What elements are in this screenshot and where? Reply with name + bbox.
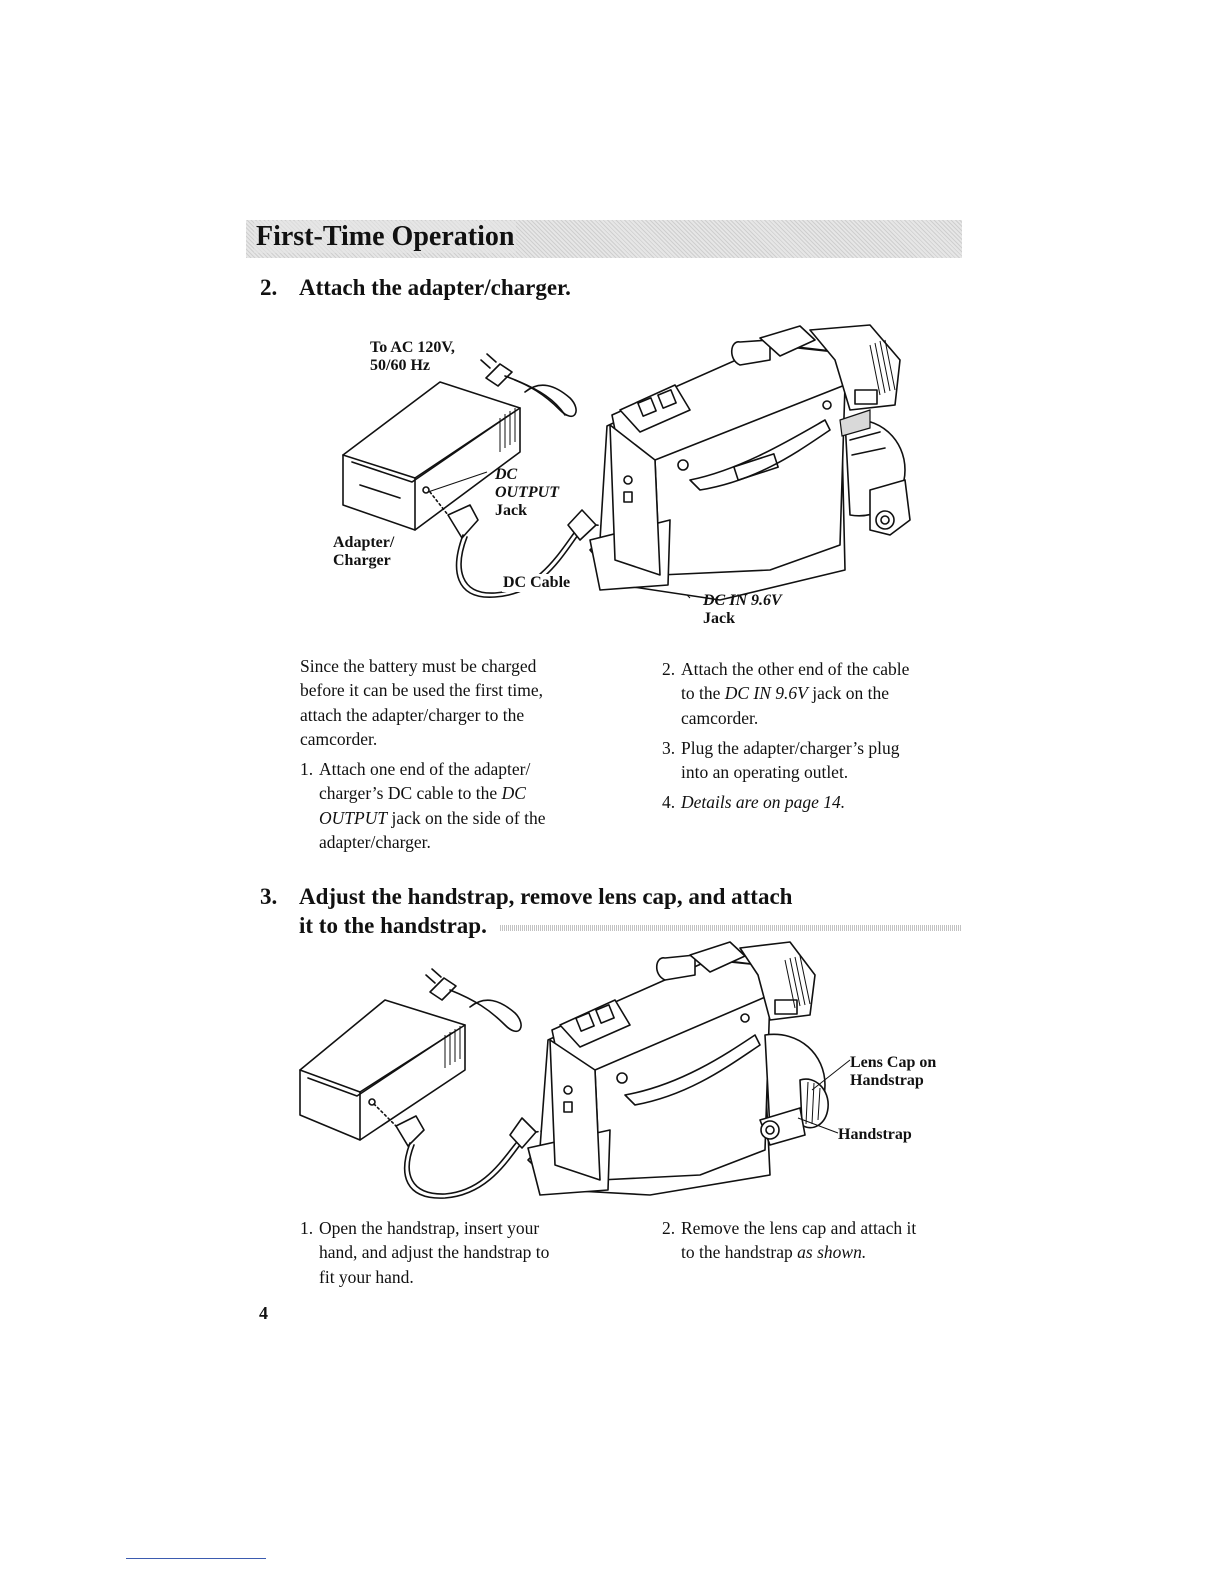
label-dc-output-2: OUTPUT xyxy=(495,484,559,501)
step-2-item-4: 4. Details are on page 14. xyxy=(662,790,962,814)
step-3-right-column: 2. Remove the lens cap and attach it to … xyxy=(662,1216,962,1265)
camcorder-drawing-2 xyxy=(527,941,829,1196)
item-2-line-2: to the DC IN 9.6V jack on the xyxy=(681,681,962,705)
item-number: 1. xyxy=(300,1218,314,1238)
step-2-left-column: Since the battery must be charged before… xyxy=(300,654,630,854)
section-banner: First-Time Operation xyxy=(246,220,962,258)
step-3-title-line-2: it to the handstrap. xyxy=(299,913,487,938)
step-3-item-2-line-2-italic: as shown. xyxy=(797,1242,867,1263)
heading-dotted-rule xyxy=(500,925,962,931)
label-dc-in-2: Jack xyxy=(703,610,735,627)
item-3-line-1: Plug the adapter/charger’s plug xyxy=(681,737,900,758)
page-number: 4 xyxy=(259,1303,268,1323)
step-3-item-1-line-3: fit your hand. xyxy=(319,1266,414,1287)
step-2-title: Attach the adapter/charger. xyxy=(299,275,571,300)
label-ac-power: To AC 120V, 50/60 Hz xyxy=(370,339,455,375)
item-number: 4. xyxy=(662,792,676,813)
item-2-line-2-text-b: jack on the xyxy=(807,683,890,704)
item-number: 2. xyxy=(662,659,676,679)
item-1-line-3-italic: OUTPUT xyxy=(319,807,388,828)
item-1-line-1: Attach one end of the adapter/ xyxy=(319,759,531,780)
intro-line-4: camcorder. xyxy=(300,728,378,749)
item-number: 3. xyxy=(662,737,676,758)
label-adapter-2: Charger xyxy=(333,552,391,569)
item-number: 1. xyxy=(300,759,314,780)
intro-line-2: before it can be used the first time, xyxy=(300,680,543,701)
step-2-heading: 2. Attach the adapter/charger. xyxy=(260,273,960,303)
step-3-item-2-line-2: to the handstrap as shown. xyxy=(681,1240,962,1264)
item-2-line-2-text-a: to the xyxy=(681,683,725,704)
item-1-line-2: charger’s DC cable to the DC xyxy=(319,781,630,805)
ac-plug-drawing xyxy=(480,353,577,417)
label-lens-cap-1: Lens Cap on xyxy=(850,1054,937,1071)
camcorder-drawing-1 xyxy=(589,324,911,601)
label-ac-line-2: 50/60 Hz xyxy=(370,357,430,374)
label-dc-output-1: DC xyxy=(495,466,518,483)
step-2-right-column: 2. Attach the other end of the cable to … xyxy=(662,657,962,815)
step-3-item-2-line-1: Remove the lens cap and attach it xyxy=(681,1218,917,1238)
item-1-line-3: OUTPUT jack on the side of the xyxy=(319,806,630,830)
label-ac-line-1: To AC 120V, xyxy=(370,339,455,356)
section-title: First-Time Operation xyxy=(254,221,517,253)
label-adapter-1: Adapter/ xyxy=(333,534,395,551)
step-3-title-line-1: Adjust the handstrap, remove lens cap, a… xyxy=(299,884,793,909)
adapter-charger-drawing xyxy=(342,381,521,531)
step-2-item-3: 3. Plug the adapter/charger’s plug into … xyxy=(662,736,962,785)
label-handstrap: Handstrap xyxy=(838,1126,912,1143)
adapter-charger-drawing-2 xyxy=(299,968,561,1199)
item-2-line-3: camcorder. xyxy=(681,707,759,728)
label-dc-cable: DC Cable xyxy=(502,574,572,592)
item-1-line-2-italic: DC xyxy=(501,783,526,804)
intro-line-1: Since the battery must be charged xyxy=(300,656,537,676)
step-3-item-2: 2. Remove the lens cap and attach it to … xyxy=(662,1216,962,1265)
label-lens-cap-2: Handstrap xyxy=(850,1072,924,1089)
step-3-item-1: 1. Open the handstrap, insert your hand,… xyxy=(300,1216,630,1289)
label-lens-cap-on-handstrap: Lens Cap on Handstrap xyxy=(850,1054,936,1090)
step-2-item-2: 2. Attach the other end of the cable to … xyxy=(662,657,962,730)
step-3-item-1-line-1: Open the handstrap, insert your xyxy=(319,1218,540,1238)
item-1-line-4: adapter/charger. xyxy=(319,832,431,853)
item-2-line-2-italic: DC IN 9.6V xyxy=(724,683,808,704)
step-3-heading: 3. Adjust the handstrap, remove lens cap… xyxy=(260,882,960,942)
label-adapter-charger: Adapter/ Charger xyxy=(333,534,394,570)
footer-rule xyxy=(126,1558,266,1559)
step-3-number: 3. xyxy=(260,884,278,909)
label-dc-output-jack: DC OUTPUT Jack xyxy=(495,466,559,520)
step-3-item-1-line-2: hand, and adjust the handstrap to xyxy=(319,1242,550,1263)
item-number: 2. xyxy=(662,1218,676,1238)
intro-line-3: attach the adapter/charger to the xyxy=(300,704,525,725)
label-dc-in-1: DC IN 9.6V xyxy=(703,592,782,609)
item-1-line-3-text: jack on the side of the xyxy=(387,807,546,828)
label-dc-in-jack: DC IN 9.6V Jack xyxy=(703,592,782,628)
item-3-line-2: into an operating outlet. xyxy=(681,762,849,783)
step-2-number: 2. xyxy=(260,275,278,300)
item-1-line-2-text: charger’s DC cable to the xyxy=(319,783,502,804)
item-2-line-1: Attach the other end of the cable xyxy=(681,659,910,679)
label-dc-output-3: Jack xyxy=(495,502,527,519)
step-3-item-2-line-2-text: to the handstrap xyxy=(681,1242,798,1263)
item-4-line-1: Details are on page 14. xyxy=(681,792,846,813)
step-2-item-1: 1. Attach one end of the adapter/ charge… xyxy=(300,757,630,854)
step-3-left-column: 1. Open the handstrap, insert your hand,… xyxy=(300,1216,630,1289)
